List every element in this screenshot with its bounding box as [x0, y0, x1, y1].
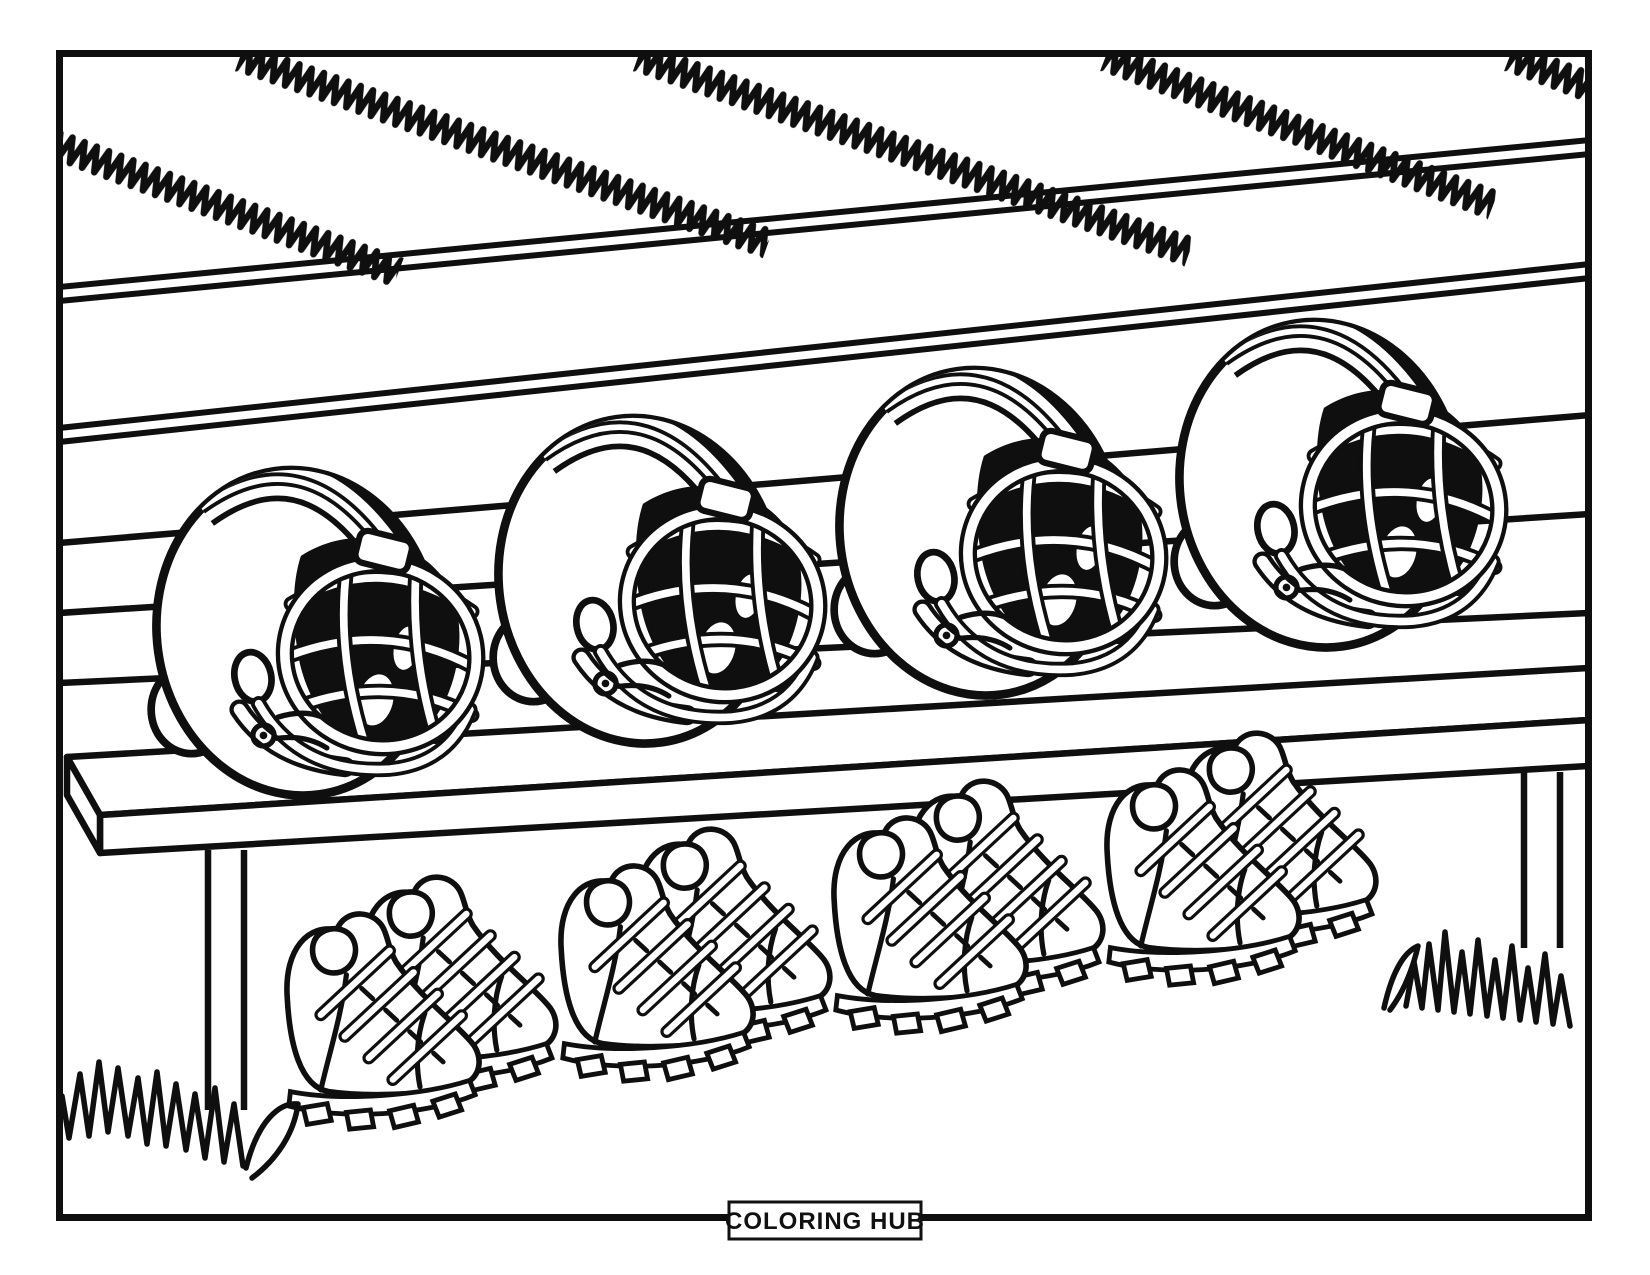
brand-label: COLORING HUB	[725, 1208, 925, 1235]
yard-line-zigzag	[62, 126, 405, 289]
yard-line-zigzag	[234, 56, 774, 259]
bench-leg-right	[1520, 772, 1564, 948]
bench-seat-end-cap	[63, 753, 104, 857]
yard-line-zigzag	[1099, 56, 1500, 221]
brand-plate: COLORING HUB	[725, 1200, 925, 1241]
bench-leg-left	[204, 850, 248, 1110]
grass-tuft-left	[62, 1059, 301, 1181]
yard-line-zigzag	[1503, 56, 1586, 117]
barrier-rails	[62, 137, 1586, 445]
yard-line-zigzag	[632, 56, 1196, 268]
grass-tuft-right	[1381, 929, 1573, 1029]
field-yard-lines	[62, 56, 1586, 289]
